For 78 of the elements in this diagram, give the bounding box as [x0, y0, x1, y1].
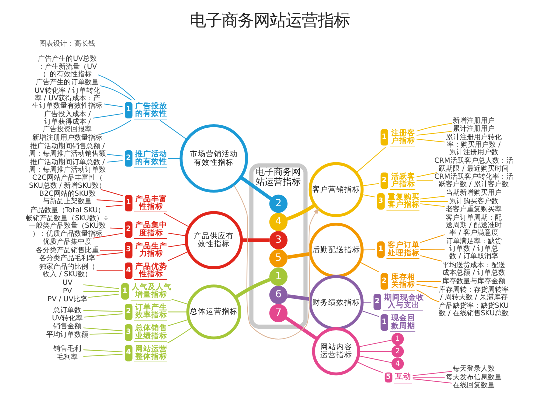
connector — [358, 351, 392, 352]
connector — [106, 205, 124, 208]
connector — [110, 228, 124, 230]
node-circle: 7 — [270, 304, 288, 322]
connector — [416, 290, 440, 303]
connector — [107, 160, 124, 163]
node-circle: 3 — [270, 231, 288, 250]
connector — [107, 154, 124, 157]
connector — [416, 123, 452, 132]
connector — [88, 294, 120, 298]
connector — [286, 204, 316, 222]
connector — [362, 250, 376, 251]
diagram-title: 电子商务网站运营指标 — [190, 10, 350, 30]
connector — [160, 120, 188, 140]
connector — [83, 350, 124, 353]
connector — [420, 196, 446, 200]
node-circle: 6 — [270, 286, 288, 304]
connector — [285, 316, 318, 341]
connector — [412, 378, 452, 384]
connector — [84, 314, 124, 318]
connector — [416, 172, 438, 178]
connector — [242, 238, 270, 242]
connector — [240, 176, 272, 200]
connector — [420, 249, 446, 250]
connector — [416, 281, 442, 282]
connector — [359, 262, 380, 273]
connector — [287, 252, 311, 260]
connector — [96, 270, 124, 272]
connector — [416, 180, 434, 182]
connector — [83, 328, 124, 332]
connector — [420, 234, 446, 244]
connector — [416, 131, 452, 136]
connector — [83, 284, 120, 290]
connector — [287, 294, 311, 302]
connector — [168, 244, 188, 248]
node-circle: 5 — [270, 250, 288, 268]
connector — [90, 333, 124, 335]
connector — [104, 104, 124, 108]
connector — [356, 361, 384, 374]
connector — [83, 354, 124, 358]
connector — [420, 256, 443, 262]
connector — [93, 113, 124, 119]
connector — [420, 201, 449, 202]
connector — [171, 299, 190, 306]
node-circle: 1 — [270, 268, 288, 286]
connector — [168, 232, 188, 237]
connector — [358, 340, 392, 348]
connector — [416, 284, 438, 288]
arrow — [234, 184, 320, 340]
connector — [362, 302, 372, 303]
connector — [362, 183, 380, 187]
connector — [96, 200, 124, 202]
connector — [420, 204, 446, 208]
connector — [234, 278, 271, 300]
connector — [101, 190, 124, 196]
connector — [83, 291, 120, 292]
connector — [167, 326, 194, 344]
connector — [358, 356, 392, 364]
connector — [164, 213, 190, 228]
connector — [412, 377, 446, 378]
connector — [96, 252, 124, 256]
connector — [100, 120, 132, 135]
connector — [100, 86, 132, 101]
connector — [168, 312, 188, 313]
node-circle: 4 — [270, 213, 288, 232]
connector — [356, 147, 386, 174]
connector — [100, 250, 124, 251]
connector — [416, 139, 446, 143]
connector — [168, 158, 182, 160]
connector — [361, 194, 376, 198]
connector — [98, 74, 136, 101]
connector — [360, 310, 380, 318]
connector — [93, 233, 124, 239]
connector — [83, 310, 124, 312]
node-circle: 2 — [270, 194, 288, 214]
connector — [168, 251, 190, 262]
connector — [412, 371, 452, 376]
connector — [168, 319, 190, 326]
